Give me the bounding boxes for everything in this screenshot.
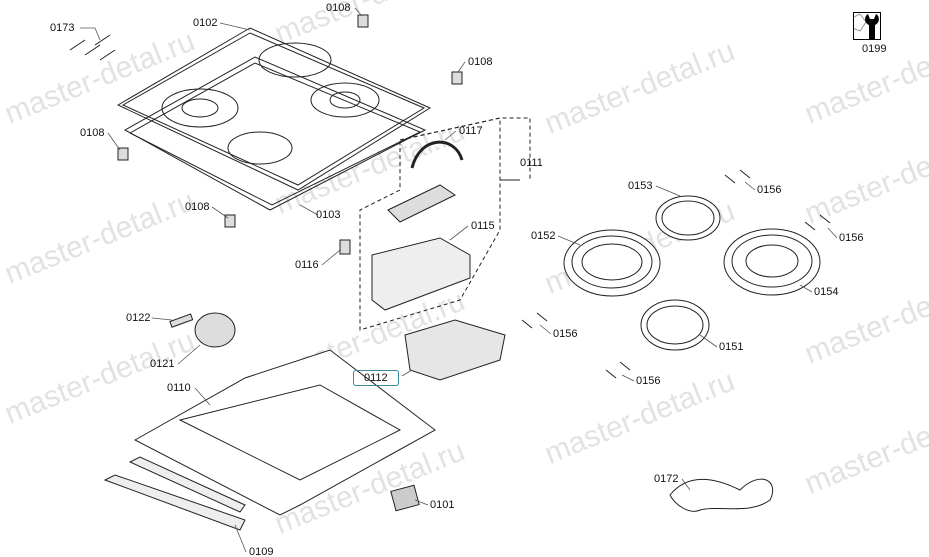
part-label-0103[interactable]: 0103 [316,209,341,221]
part-label-0152[interactable]: 0152 [531,230,556,242]
part-label-0108[interactable]: 0108 [468,56,493,68]
part-label-0173[interactable]: 0173 [50,22,75,34]
clip-0108[interactable] [357,14,369,28]
part-label-0156[interactable]: 0156 [839,232,864,244]
part-label-0108[interactable]: 0108 [80,127,105,139]
label-plate-0101[interactable] [390,484,420,512]
base-tray-0110[interactable] [133,349,436,516]
wiring-0172[interactable] [669,478,774,512]
part-label-0108[interactable]: 0108 [326,2,351,14]
part-label-0115[interactable]: 0115 [471,220,495,232]
glass-ceramic-top[interactable] [116,27,432,191]
heating-element-0153[interactable] [655,195,721,241]
clips-0156[interactable] [521,169,831,379]
bracket-0122[interactable] [169,313,194,328]
part-label-0172[interactable]: 0172 [654,473,679,485]
wrench-nut-icon[interactable] [853,12,881,40]
rail-0109[interactable] [103,474,246,531]
part-label-0154[interactable]: 0154 [814,286,839,298]
part-label-0109[interactable]: 0109 [249,546,274,557]
heating-element-0152[interactable] [563,229,661,297]
clip-0108[interactable] [224,214,236,228]
heating-element-0151[interactable] [640,299,710,351]
terminal-block-0117[interactable] [387,184,457,223]
module-0112[interactable] [404,319,506,381]
part-label-0116[interactable]: 0116 [295,259,319,271]
part-label-0112[interactable]: 0112 [353,370,399,386]
part-label-0122[interactable]: 0122 [126,312,151,324]
part-label-0121[interactable]: 0121 [150,358,175,370]
cable-0117[interactable] [410,140,464,169]
fan-0121[interactable] [194,312,236,348]
frame-seal[interactable] [123,56,427,211]
springs-0173[interactable] [69,34,116,61]
part-label-0110[interactable]: 0110 [167,382,191,394]
heating-element-0154[interactable] [723,228,821,296]
control-housing-0115[interactable] [371,237,471,311]
part-label-0102[interactable]: 0102 [193,17,218,29]
part-label-0108[interactable]: 0108 [185,201,210,213]
part-label-0153[interactable]: 0153 [628,180,653,192]
part-label-0111[interactable]: 0111 [520,157,543,169]
part-label-0101[interactable]: 0101 [430,499,455,511]
part-label-0156[interactable]: 0156 [636,375,661,387]
clip-0108[interactable] [117,147,129,161]
part-label-0117[interactable]: 0117 [459,125,483,137]
part-label-0199[interactable]: 0199 [862,43,887,55]
part-label-0156[interactable]: 0156 [553,328,578,340]
part-label-0156[interactable]: 0156 [757,184,782,196]
clip-0108[interactable] [451,71,463,85]
clip-0116[interactable] [339,239,351,255]
part-label-0151[interactable]: 0151 [719,341,744,353]
